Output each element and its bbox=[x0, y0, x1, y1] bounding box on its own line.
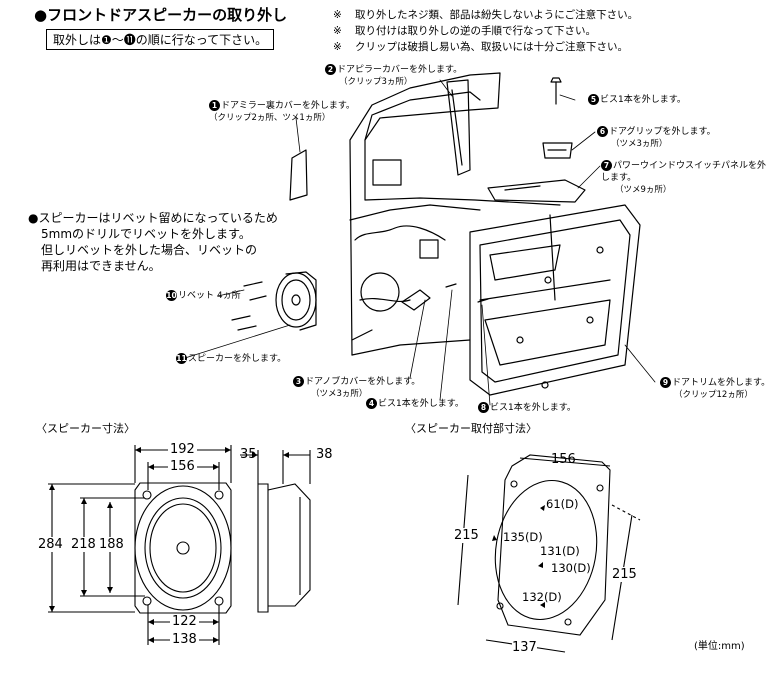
dim-188: 188 bbox=[99, 537, 124, 552]
door-pillar-cover-drawing bbox=[446, 79, 471, 176]
mount-dim-137: 137 bbox=[512, 640, 537, 655]
mount-dim-156: 156 bbox=[551, 452, 576, 467]
step-11-label: 11スピーカーを外します。 bbox=[176, 353, 287, 364]
mount-dim-135d: 135(D) bbox=[503, 530, 543, 544]
door-body-drawing bbox=[349, 72, 561, 356]
screw-5-drawing bbox=[550, 77, 562, 105]
mirror-cover-drawing bbox=[289, 149, 308, 201]
dim-156: 156 bbox=[168, 459, 197, 474]
leader-lines bbox=[184, 79, 656, 406]
caution-note: ※取り外したネジ類、部品は紛失しないようにご注意下さい。 bbox=[333, 9, 639, 21]
door-grip-drawing bbox=[542, 142, 573, 159]
screw-8-drawing bbox=[477, 298, 489, 303]
dim-35: 35 bbox=[240, 447, 257, 462]
order-note: 取外しは❶～⓫の順に行なって下さい。 bbox=[46, 29, 275, 50]
page-title: ●フロントドアスピーカーの取り外し bbox=[34, 6, 288, 24]
dim-122: 122 bbox=[170, 614, 199, 629]
dim-218: 218 bbox=[71, 537, 96, 552]
step-10-label: 10リベット 4ヵ所 bbox=[166, 290, 241, 301]
caution-note: ※取り付けは取り外しの逆の手順で行なって下さい。 bbox=[333, 25, 596, 37]
speaker-exploded-drawing bbox=[231, 271, 317, 331]
mount-dim-131d: 131(D) bbox=[540, 544, 580, 558]
power-window-switch-panel-drawing bbox=[487, 179, 586, 203]
mount-dim-61d: 61(D) bbox=[546, 497, 579, 511]
mount-dim-132d: 132(D) bbox=[522, 590, 562, 604]
mount-dims-heading: 〈スピーカー取付部寸法〉 bbox=[405, 422, 537, 435]
mount-dim-215-left: 215 bbox=[454, 528, 479, 543]
caution-notes: ※取り外したネジ類、部品は紛失しないようにご注意下さい。 ※取り付けは取り外しの… bbox=[333, 7, 638, 55]
unit-label: (単位:mm) bbox=[694, 641, 745, 652]
mount-dim-215-right: 215 bbox=[612, 567, 637, 582]
screw-4-drawing bbox=[445, 283, 457, 288]
speaker-dimension-drawing bbox=[48, 445, 311, 645]
caution-note: ※クリップは破損し易い為、取扱いには十分ご注意下さい。 bbox=[333, 41, 628, 53]
rivet-drill-note: ●スピーカーはリベット留めになっているため 5mmのドリルでリベットを外します。… bbox=[28, 211, 278, 273]
speaker-dims-heading: 〈スピーカー寸法〉 bbox=[36, 422, 135, 435]
mount-dim-130d: 130(D) bbox=[551, 561, 591, 575]
dim-192: 192 bbox=[168, 442, 197, 457]
door-trim-drawing bbox=[469, 204, 641, 396]
dim-38: 38 bbox=[316, 447, 333, 462]
dim-284: 284 bbox=[38, 537, 63, 552]
dim-138: 138 bbox=[170, 632, 199, 647]
mount-dimension-drawing bbox=[457, 454, 641, 653]
